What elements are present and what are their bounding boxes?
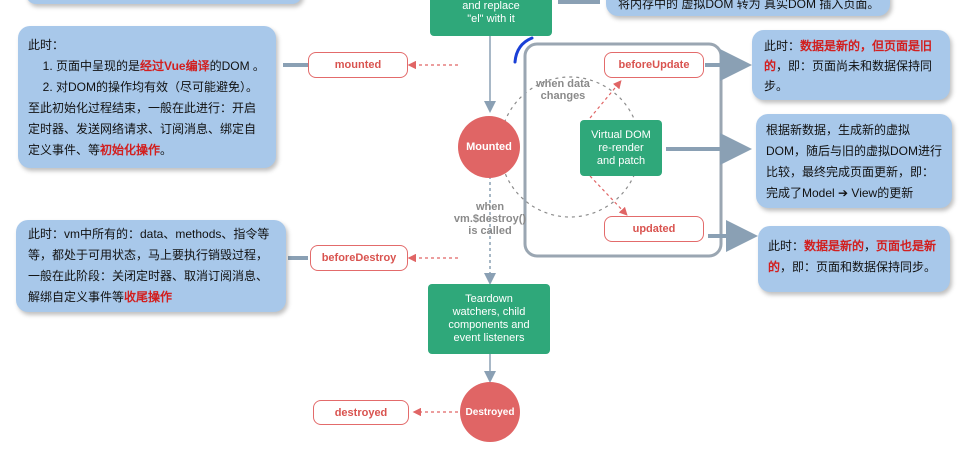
mounted-note: 此时： 页面中呈现的是经过Vue编译的DOM 。 对DOM的操作均有效（尽可能避…: [18, 26, 276, 168]
hook-destroyed: destroyed: [313, 400, 409, 425]
virtual-dom-box: Virtual DOM re-render and patch: [580, 120, 662, 176]
mounted-note-item1: 页面中呈现的是经过Vue编译的DOM 。: [56, 56, 266, 77]
when-destroy-label: when vm.$destroy() is called: [453, 201, 527, 237]
destroyed-circle: Destroyed: [460, 382, 520, 442]
hook-before-update: beforeUpdate: [604, 52, 704, 78]
mounted-note-tail: 至此初始化过程结束，一般在此进行：开启定时器、发送网络请求、订阅消息、绑定自定义…: [28, 101, 257, 157]
vdom-note: 根据新数据，生成新的虚拟DOM，随后与旧的虚拟DOM进行比较，最终完成页面更新，…: [756, 114, 952, 208]
hook-updated: updated: [604, 216, 704, 242]
create-el-line2: "el" with it: [467, 13, 515, 25]
mounted-note-title: 此时：: [28, 38, 65, 52]
mounted-note-item2: 对DOM的操作均有效（尽可能避免）。: [56, 77, 266, 98]
hook-before-destroy: beforeDestroy: [310, 245, 408, 271]
mounted-note-list: 页面中呈现的是经过Vue编译的DOM 。 对DOM的操作均有效（尽可能避免）。: [28, 56, 266, 98]
create-el-line1: and replace: [462, 0, 520, 12]
when-data-changes-label: when data changes: [536, 78, 590, 102]
teardown-box: Teardown watchers, child components and …: [428, 284, 550, 354]
create-el-box: and replace "el" with it: [430, 0, 552, 36]
before-destroy-note: 此时：vm中所有的：data、methods、指令等等，都处于可用状态，马上要执…: [16, 220, 286, 312]
right-arrow-icon: ➔: [838, 186, 849, 200]
top-right-note-text: 将内存中的 虚拟DOM 转为 真实DOM 插入页面。: [618, 0, 880, 11]
hook-mounted: mounted: [308, 52, 408, 78]
updated-note: 此时：数据是新的，页面也是新的，即：页面和数据保持同步。: [758, 226, 950, 292]
top-right-note: 将内存中的 虚拟DOM 转为 真实DOM 插入页面。: [606, 0, 890, 16]
before-update-note: 此时：数据是新的，但页面是旧的，即：页面尚未和数据保持同步。: [752, 30, 950, 100]
mounted-circle: Mounted: [458, 116, 520, 178]
top-left-note-fragment: [26, 0, 302, 4]
